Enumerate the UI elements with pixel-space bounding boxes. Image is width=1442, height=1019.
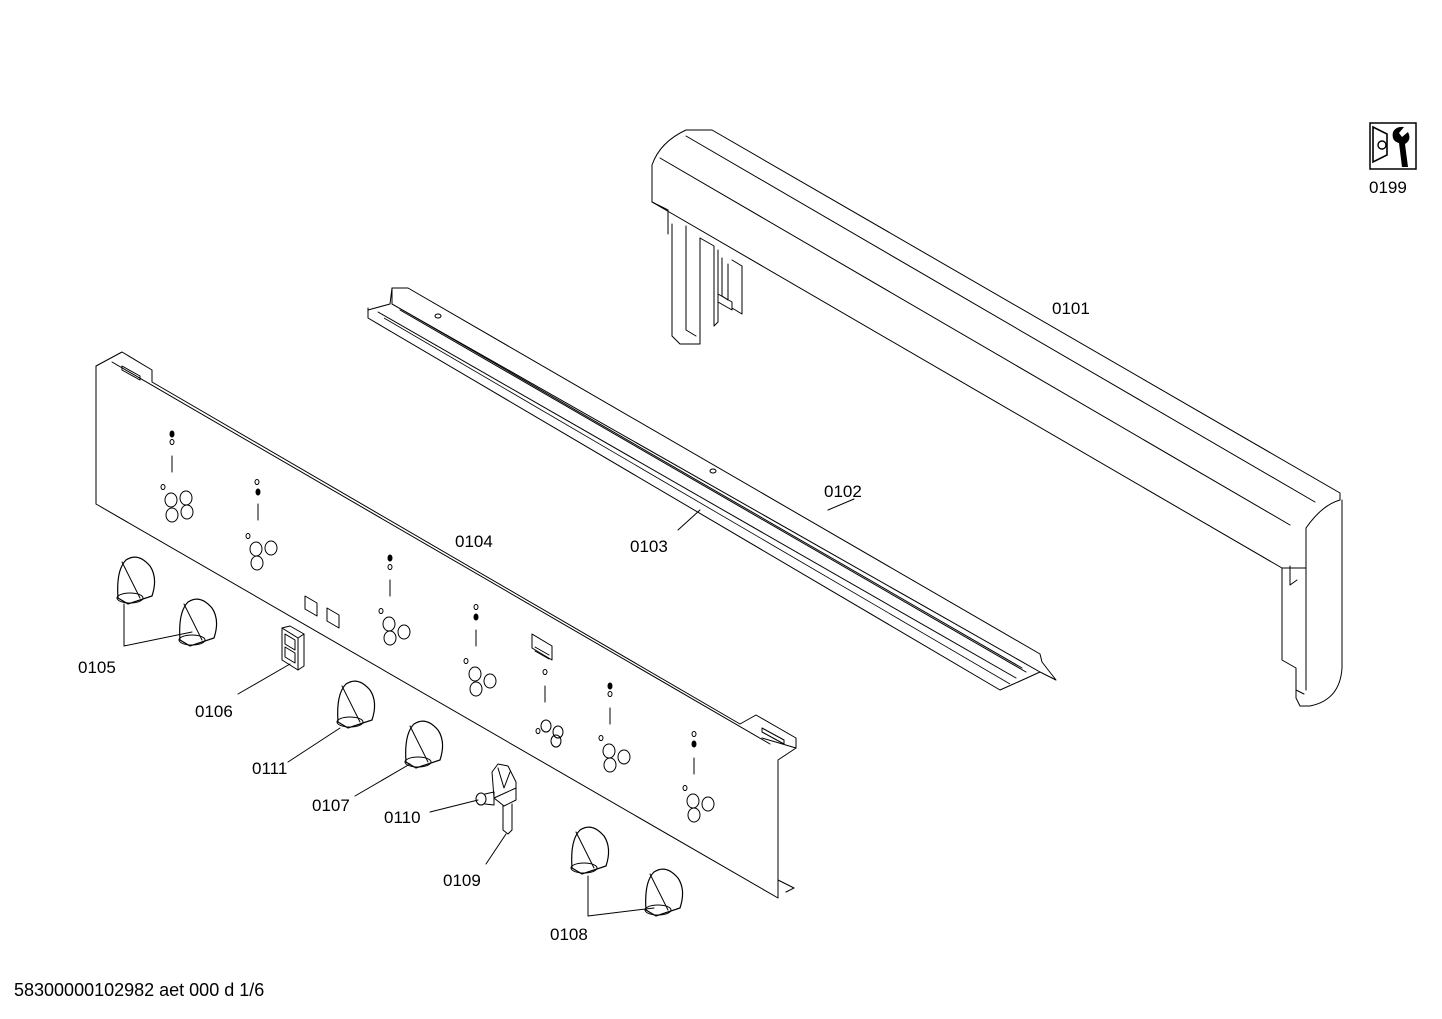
knob-0108-a [570,826,610,875]
part-0102-0103-rail [367,287,1057,691]
part-0104-control-panel [95,351,797,899]
part-0106-switch [281,625,305,671]
label-0102: 0102 [824,482,862,501]
label-0199: 0199 [1369,178,1407,197]
panel-hole-group-6 [598,682,631,773]
panel-hole-group-5 [531,633,564,748]
knob-0111 [336,680,376,729]
panel-hole-group-7 [682,731,715,823]
panel-hole-group-4 [463,604,497,697]
label-0111: 0111 [252,759,287,778]
label-0104: 0104 [455,532,493,551]
part-0109-lamp-holder [491,763,517,835]
part-0101-trim [651,129,1343,707]
drawing-number: 58300000102982 aet 000 d 1/6 [14,980,265,1000]
panel-hole-group-2 [245,479,278,571]
label-0103: 0103 [630,537,668,556]
label-0108: 0108 [550,925,588,944]
label-0105: 0105 [78,658,116,677]
knob-0107 [404,720,444,769]
knob-0105-b [178,598,218,647]
wrench-nut-icon [1369,122,1417,170]
knob-0108-b [644,868,684,917]
label-0106: 0106 [195,702,233,721]
panel-hole-group-1 [160,430,194,523]
knob-0105-a [116,556,156,605]
part-labels: 0101 0102 0103 0104 0105 0106 0111 0107 … [78,178,1407,944]
label-0107: 0107 [312,796,350,815]
label-0101: 0101 [1052,299,1090,318]
panel-hole-group-3 [378,554,411,646]
label-0110: 0110 [384,808,421,827]
leader-lines [123,498,855,917]
part-0110-screw [475,791,495,806]
label-0109: 0109 [443,871,481,890]
